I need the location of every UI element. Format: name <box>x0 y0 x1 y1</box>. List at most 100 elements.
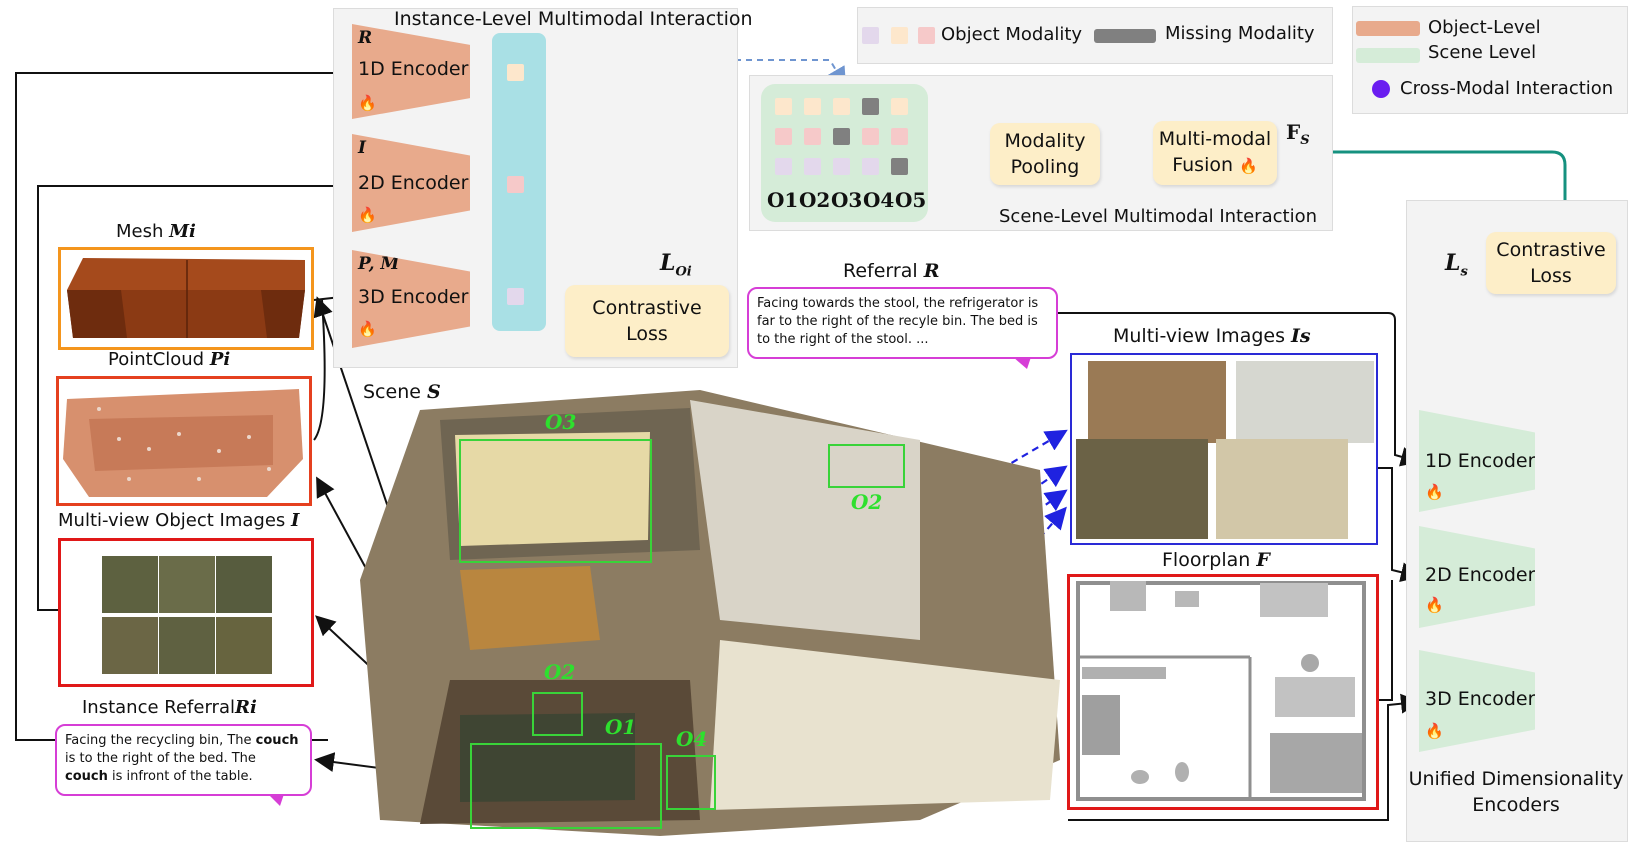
sofa-pointcloud-image <box>63 389 303 497</box>
encoder-3d-symbol: P, M <box>358 254 400 274</box>
bubble-tail <box>268 794 284 806</box>
scene-loss-line-1: Contrastive <box>1496 239 1606 261</box>
unified-caption-line-1: Unified Dimensionality <box>1408 768 1624 790</box>
bbox-bed <box>459 439 652 563</box>
legend-swatch-peach <box>891 27 908 44</box>
object-modality-cell <box>775 158 792 175</box>
instance-panel-title: Instance-Level Multimodal Interaction <box>394 8 753 30</box>
scene-label: Scene S <box>363 381 441 403</box>
object-modality-cell <box>804 128 821 145</box>
object-view-thumb <box>102 556 158 613</box>
bbox-stool <box>532 692 583 736</box>
fusion-line-1: Multi-modal <box>1158 128 1272 150</box>
fusion-to-loss-arrow <box>1277 150 1580 234</box>
scene-reconstruction-image <box>360 390 1060 836</box>
object-modality-cell <box>833 158 850 175</box>
legend-object-level-swatch <box>1356 21 1420 36</box>
scene-feature-symbol: FS <box>1286 120 1310 148</box>
sofa-mesh-image <box>67 258 305 338</box>
multiview-images-frame[interactable] <box>1070 353 1378 545</box>
multiview-images-label: Multi-view Images Is <box>1113 325 1311 347</box>
scene-object-label-o3: O3 <box>831 188 863 212</box>
encoder-2d-symbol: I <box>358 138 366 158</box>
object-view-thumb <box>216 617 272 674</box>
bbox-label-o2: O2 <box>544 660 576 684</box>
pointcloud-to-3d-line <box>313 299 326 441</box>
instance-referral-label: Instance ReferralRi <box>82 697 257 718</box>
scene-object-label-o1: O1 <box>767 188 799 212</box>
bbox-couch <box>470 743 662 829</box>
legend-scene-level-swatch <box>1356 48 1420 63</box>
room-view-bathroom <box>1236 361 1374 443</box>
mesh-label: Mesh Mi <box>116 221 196 242</box>
pooling-line-1: Modality <box>1004 130 1086 152</box>
room-view-microwave <box>1216 439 1348 539</box>
instance-referral-bubble: Facing the recycling bin, The couch is t… <box>55 724 312 796</box>
encoder-1d-label: 1D Encoder <box>358 58 469 80</box>
object-modality-cell <box>862 128 879 145</box>
token-2d <box>507 176 524 193</box>
images-to-unified-2d-arrow <box>1378 467 1421 582</box>
unified-1d-label: 1D Encoder <box>1425 450 1536 472</box>
floorplan-frame[interactable] <box>1067 574 1379 810</box>
missing-modality-cell <box>833 128 850 145</box>
legend-scene-level: Scene Level <box>1428 42 1537 63</box>
pointcloud-frame[interactable] <box>56 376 312 506</box>
scene-loss-line-2: Loss <box>1530 265 1572 287</box>
scene-to-unified-3d-arrow <box>1068 693 1421 821</box>
object-view-thumb <box>216 556 272 613</box>
trainable-fire-icon: 🔥 <box>1239 157 1258 175</box>
scene-contrastive-loss[interactable]: Contrastive Loss <box>1486 232 1616 294</box>
multimodal-fusion[interactable]: Multi-modal Fusion 🔥 <box>1153 121 1277 185</box>
multiview-object-images-frame[interactable] <box>58 538 314 687</box>
floorplan-image <box>1076 581 1366 801</box>
pooling-line-2: Pooling <box>1010 156 1080 178</box>
bbox-sink <box>828 444 905 488</box>
object-modality-cell <box>862 158 879 175</box>
legend-missing-modality: Missing Modality <box>1165 23 1315 44</box>
room-view-desk <box>1076 439 1208 539</box>
missing-modality-cell <box>862 98 879 115</box>
scene-object-label-o2: O2 <box>799 188 831 212</box>
images-to-2d-arrow <box>37 176 354 611</box>
loss-line-2: Loss <box>626 323 668 345</box>
instance-contrastive-loss[interactable]: Contrastive Loss <box>565 285 729 357</box>
object-view-thumb <box>159 556 215 613</box>
fusion-line-2: Fusion 🔥 <box>1172 154 1258 176</box>
object-modality-cell <box>891 98 908 115</box>
scene-panel-title: Scene-Level Multimodal Interaction <box>999 206 1317 227</box>
scene-object-label-o5: O5 <box>895 188 927 212</box>
bubble-tail <box>1013 357 1031 369</box>
missing-modality-cell <box>891 158 908 175</box>
token-1d <box>507 64 524 81</box>
encoder-1d-symbol: R <box>358 28 373 48</box>
trainable-fire-icon: 🔥 <box>1425 596 1444 614</box>
bbox-label-o3: O3 <box>545 410 577 434</box>
legend-swatch-missing <box>1094 29 1156 43</box>
bbox-table <box>666 755 716 810</box>
object-modality-cell <box>891 128 908 145</box>
instance-loss-symbol: LOi <box>660 250 692 280</box>
object-modality-cell <box>775 98 792 115</box>
pointcloud-label: PointCloud Pi <box>108 349 231 370</box>
scene-referral-bubble: Facing towards the stool, the refrigerat… <box>747 287 1058 359</box>
token-3d <box>507 288 524 305</box>
modality-pooling[interactable]: Modality Pooling <box>990 123 1100 185</box>
referral-to-unified-1d-arrow <box>1058 312 1421 467</box>
object-modality-cell <box>775 128 792 145</box>
object-modality-cell <box>833 98 850 115</box>
trainable-fire-icon: 🔥 <box>1425 483 1444 501</box>
floorplan-to-unified-2d-line <box>1379 580 1393 701</box>
legend-cross-modal: Cross-Modal Interaction <box>1400 78 1614 99</box>
unified-caption: Unified Dimensionality Encoders <box>1406 766 1626 818</box>
legend-swatch-pink <box>918 27 935 44</box>
trainable-fire-icon: 🔥 <box>1425 722 1444 740</box>
object-modality-cell <box>804 158 821 175</box>
encoder-2d-label: 2D Encoder <box>358 172 469 194</box>
loss-line-1: Contrastive <box>592 297 702 319</box>
bbox-label-o2-upper: O2 <box>851 490 883 514</box>
object-modality-cell <box>804 98 821 115</box>
mesh-frame[interactable] <box>58 247 314 350</box>
trainable-fire-icon: 🔥 <box>358 206 377 224</box>
